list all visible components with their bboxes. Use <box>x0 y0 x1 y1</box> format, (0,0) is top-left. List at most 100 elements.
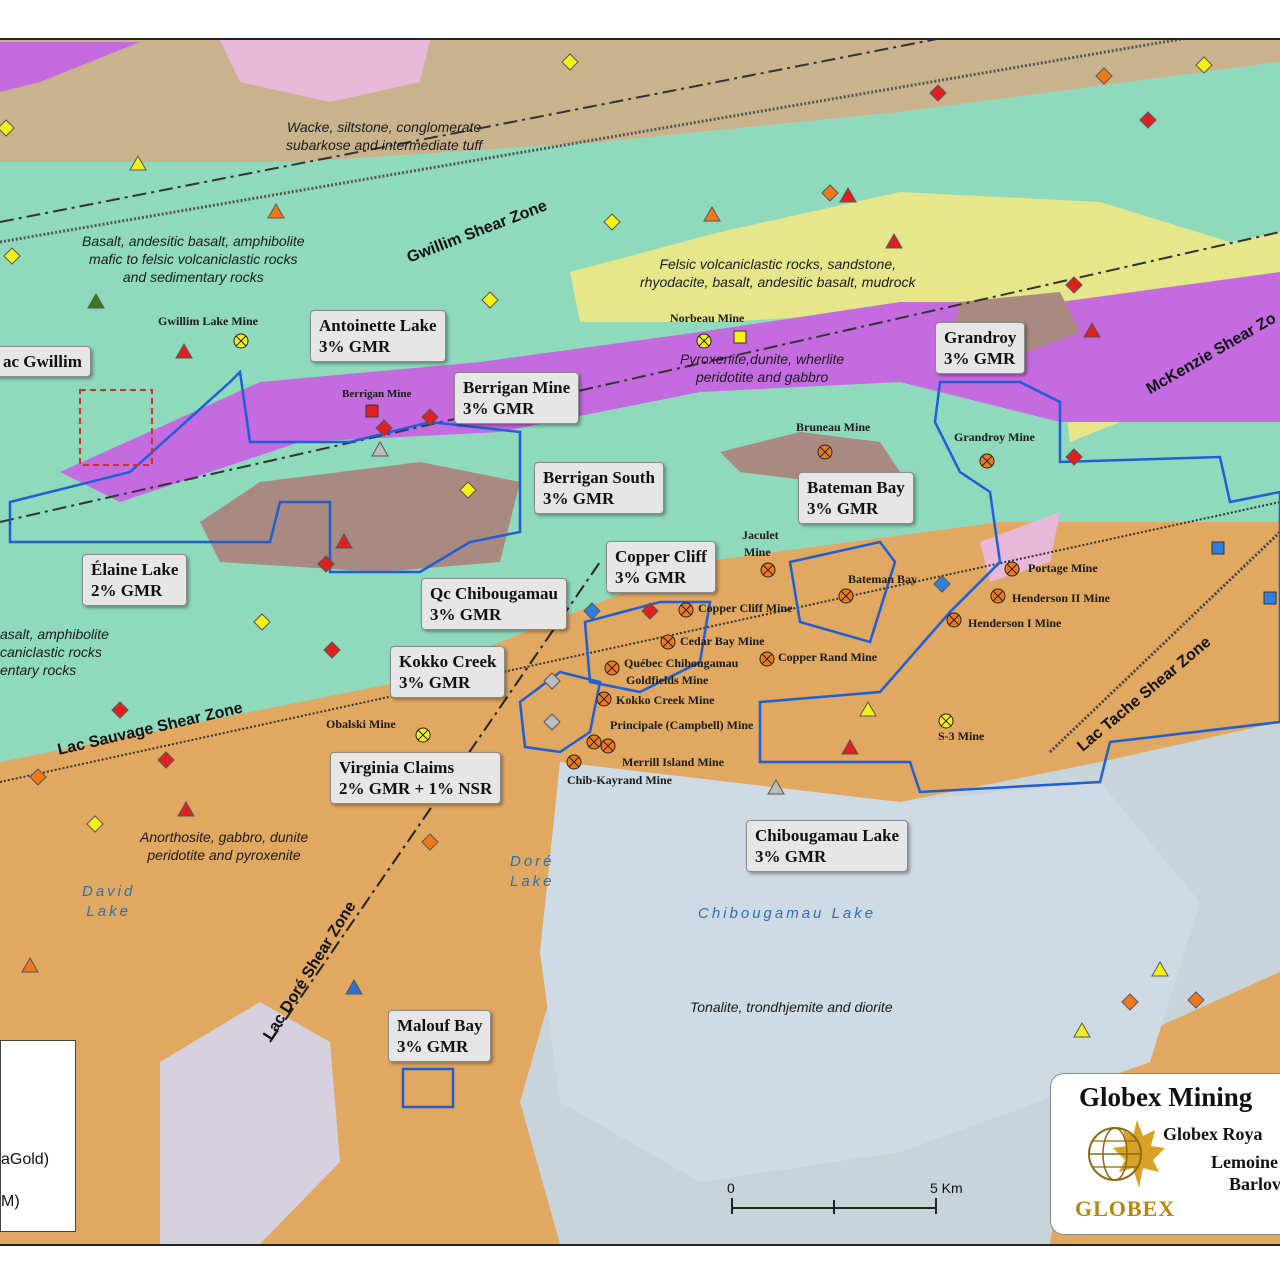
pink-unit-north <box>220 40 430 102</box>
property-royalty: 3% GMR <box>755 847 827 866</box>
mine-symbol <box>660 634 676 650</box>
lake-label-line: Lake <box>510 873 555 890</box>
property-antoinette-lake[interactable]: Antoinette Lake 3% GMR <box>310 310 446 362</box>
occurrence-triangle-orange <box>703 205 721 222</box>
occurrence-triangle-red <box>839 186 857 203</box>
property-royalty: 3% GMR <box>430 605 502 624</box>
property-name: ac Gwillim <box>3 352 82 371</box>
mine-symbol <box>838 588 854 604</box>
occurrence-diamond-grey <box>543 713 561 731</box>
occurrence-diamond-red <box>641 602 659 620</box>
geology-label-line: Pyroxenite,dunite, wherlite <box>680 351 845 367</box>
property-bateman-bay[interactable]: Bateman Bay 3% GMR <box>798 472 914 524</box>
gabbro-unit-2 <box>720 432 900 482</box>
geology-label-wacke: Wacke, siltstone, conglomerate subarkose… <box>286 118 482 154</box>
geology-label-line: Tonalite, trondhjemite and diorite <box>690 999 893 1015</box>
property-name: Bateman Bay <box>807 478 905 497</box>
occurrence-diamond-yellow <box>481 291 499 309</box>
occurrence-square-blue <box>1211 541 1225 555</box>
mine-label-merrill-island: Merrill Island Mine <box>622 755 724 769</box>
chibougamau-lake-water <box>540 762 1200 1182</box>
occurrence-diamond-blue <box>583 602 601 620</box>
occurrence-square-yellow <box>733 330 747 344</box>
property-lac-gwillim[interactable]: ac Gwillim <box>0 346 91 377</box>
occurrence-diamond-orange <box>29 768 47 786</box>
occurrence-triangle-orange <box>21 956 39 973</box>
geology-label-line: peridotite and pyroxenite <box>147 847 301 863</box>
occurrence-diamond-red <box>421 408 439 426</box>
occurrence-diamond-red <box>157 751 175 769</box>
geology-label-pyroxenite: Pyroxenite,dunite, wherlite peridotite a… <box>680 350 844 386</box>
mine-symbols <box>233 333 1020 770</box>
mine-symbol <box>946 612 962 628</box>
claim-malouf <box>401 1067 455 1109</box>
logo-wordmark: GLOBEX <box>1075 1196 1176 1221</box>
property-virginia-claims[interactable]: Virginia Claims 2% GMR + 1% NSR <box>330 752 502 804</box>
geology-label-line: Felsic volcaniclastic rocks, sandstone, <box>659 256 897 272</box>
property-name: Chibougamau Lake <box>755 826 900 845</box>
occurrence-diamond-yellow <box>253 613 271 631</box>
scale-start-label: 0 <box>727 1180 735 1196</box>
property-kokko-creek[interactable]: Kokko Creek 3% GMR <box>390 646 506 698</box>
tache-shear-line <box>1048 530 1280 754</box>
mine-symbol <box>566 754 582 770</box>
geology-label-line: entary rocks <box>0 662 77 678</box>
occurrence-triangle-orange <box>267 202 285 219</box>
property-copper-cliff[interactable]: Copper Cliff 3% GMR <box>606 541 716 593</box>
property-berrigan-south[interactable]: Berrigan South 3% GMR <box>534 462 664 514</box>
claim-chibougamau-lake <box>758 380 1280 794</box>
mine-symbol <box>817 444 833 460</box>
mine-label-jaculet: Jaculet <box>742 528 779 542</box>
geology-map <box>0 38 1280 1246</box>
mineral-occurrences <box>0 53 1277 1038</box>
occurrence-triangle-red <box>175 342 193 359</box>
mine-symbol <box>979 453 995 469</box>
geology-label-line: asalt, amphibolite <box>0 626 109 642</box>
property-royalty: 3% GMR <box>807 499 879 518</box>
occurrence-triangle-yellow <box>1151 960 1169 977</box>
geology-label-line: Anorthosite, gabbro, dunite <box>140 829 309 845</box>
property-elaine-lake[interactable]: Élaine Lake 2% GMR <box>82 554 188 606</box>
property-royalty: 3% GMR <box>399 673 471 692</box>
occurrence-triangle-grey <box>371 440 389 457</box>
mine-label-copper-cliff: Copper Cliff Mine <box>698 601 793 615</box>
property-name: Malouf Bay <box>397 1016 483 1035</box>
property-chibougamau-lake[interactable]: Chibougamau Lake 3% GMR <box>746 820 909 872</box>
logo-subtitle-2: Lemoine <box>1211 1152 1278 1172</box>
occurrence-triangle-blue <box>345 978 363 995</box>
mine-symbol <box>600 738 616 754</box>
occurrence-triangle-yellow <box>1073 1021 1091 1038</box>
mine-symbol <box>586 734 602 750</box>
property-grandroy[interactable]: Grandroy 3% GMR <box>935 322 1026 374</box>
occurrence-triangle-red <box>177 800 195 817</box>
claim-berrigan-elaine <box>8 369 522 574</box>
mine-label-chib-kayrand: Chib-Kayrand Mine <box>567 773 673 787</box>
occurrence-diamond-yellow <box>561 53 579 71</box>
mine-label-copper-rand: Copper Rand Mine <box>778 650 878 664</box>
property-name: Élaine Lake <box>91 560 179 579</box>
scale-end-label: 5 Km <box>930 1180 963 1196</box>
occurrence-triangle-red <box>1083 321 1101 338</box>
mine-symbol <box>1004 561 1020 577</box>
mine-label-goldfields: Goldfields Mine <box>626 673 709 687</box>
property-name: Antoinette Lake <box>319 316 437 335</box>
geology-label-line: Basalt, andesitic basalt, amphibolite <box>82 233 305 249</box>
mckenzie-shear-line <box>0 231 1280 523</box>
mine-label-principale: Principale (Campbell) Mine <box>610 718 754 732</box>
property-malouf-bay[interactable]: Malouf Bay 3% GMR <box>388 1010 492 1062</box>
occurrence-triangle-grey <box>767 778 785 795</box>
property-name: Copper Cliff <box>615 547 707 566</box>
property-name: Qc Chibougamau <box>430 584 558 603</box>
globex-logo-box: Globex Mining Globex Roya Lemoine Barlov… <box>1050 1073 1280 1235</box>
property-berrigan-mine[interactable]: Berrigan Mine 3% GMR <box>454 372 580 424</box>
occurrence-diamond-grey <box>543 672 561 690</box>
claim-kokko <box>518 670 602 754</box>
geology-label-line: and sedimentary rocks <box>122 269 264 285</box>
property-qc-chibougamau[interactable]: Qc Chibougamau 3% GMR <box>421 578 567 630</box>
occurrence-diamond-red <box>317 555 335 573</box>
mine-label-grandroy: Grandroy Mine <box>954 430 1035 444</box>
occurrence-diamond-yellow <box>603 213 621 231</box>
occurrence-triangle-red <box>885 232 903 249</box>
occurrence-diamond-red <box>375 419 393 437</box>
mine-symbol <box>760 562 776 578</box>
